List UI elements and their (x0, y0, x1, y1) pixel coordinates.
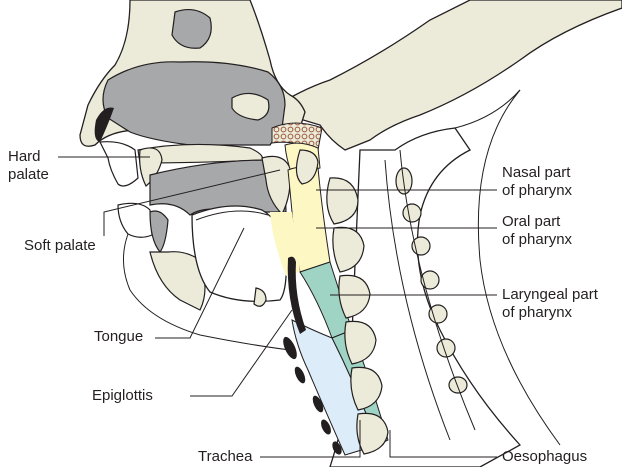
label-oral-part: Oral part of pharynx (502, 213, 572, 249)
label-nasal-part-line1: Nasal part (502, 164, 572, 182)
label-oesophagus: Oesophagus (502, 448, 587, 466)
label-oral-part-line2: of pharynx (502, 231, 572, 249)
label-laryngeal-part-line2: of pharynx (502, 304, 598, 322)
back-of-neck (478, 90, 560, 445)
label-soft-palate: Soft palate (24, 237, 96, 255)
skull-base (270, 0, 622, 150)
label-laryngeal-part: Laryngeal part of pharynx (502, 286, 598, 322)
label-epiglottis: Epiglottis (92, 387, 153, 405)
label-nasal-part: Nasal part of pharynx (502, 164, 572, 200)
label-oral-part-line1: Oral part (502, 213, 572, 231)
spinal-cord-outline (455, 90, 520, 128)
label-trachea: Trachea (198, 448, 252, 466)
label-tongue: Tongue (94, 328, 143, 346)
frontal-sinus (172, 10, 211, 49)
upper-lip (100, 142, 138, 186)
label-hard-palate: Hard palate (8, 148, 49, 184)
leader-epiglottis (190, 310, 292, 396)
lower-lip (118, 203, 152, 237)
label-nasal-part-line2: of pharynx (502, 182, 572, 200)
lower-incisor (150, 211, 168, 252)
label-hard-palate-line2: palate (8, 166, 49, 184)
label-hard-palate-line1: Hard (8, 148, 49, 166)
label-laryngeal-part-line1: Laryngeal part (502, 286, 598, 304)
